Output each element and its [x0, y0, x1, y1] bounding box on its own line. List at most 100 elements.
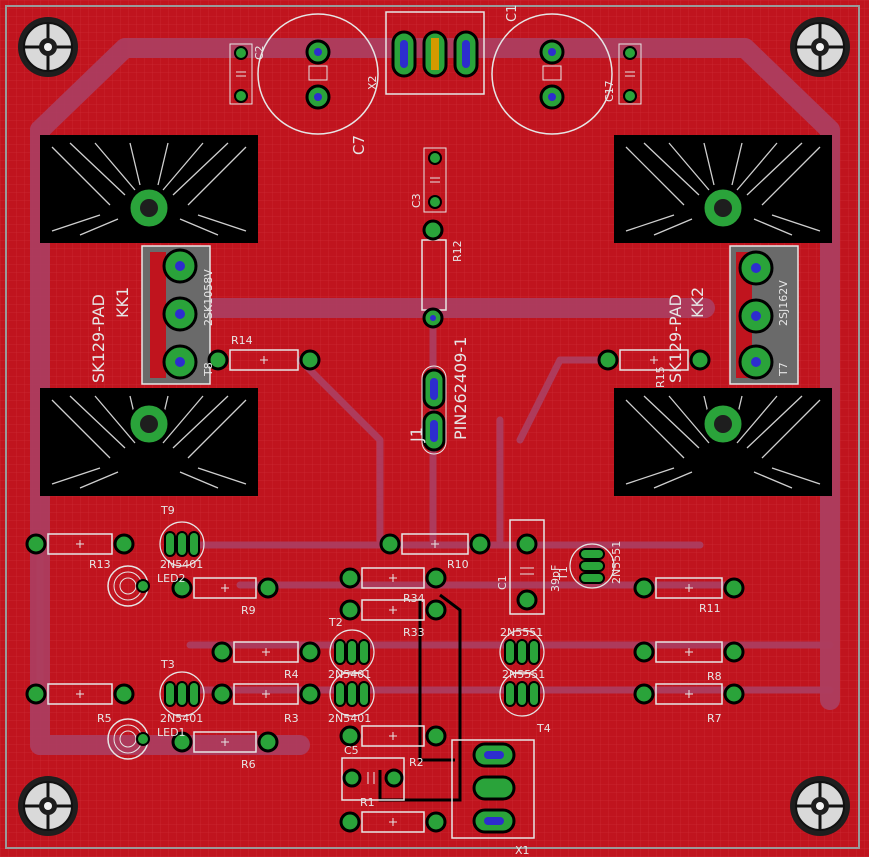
- resistor-symbol-icon: [421, 219, 447, 329]
- capacitor-symbol-icon: [229, 43, 253, 105]
- label-c2: C2: [253, 45, 266, 60]
- label-kk2: KK2: [688, 287, 707, 318]
- label-2n5401-t9: 2N5401: [160, 558, 203, 571]
- resistor-symbol-icon: [171, 731, 279, 753]
- resistor-symbol-icon: [211, 683, 321, 705]
- label-r2: R2: [409, 756, 424, 769]
- small-transistors: [159, 521, 615, 717]
- label-t1: T1: [557, 566, 570, 581]
- resistor-symbol-icon: [339, 599, 447, 621]
- label-led1: LED1: [157, 726, 186, 739]
- label-c17: C17: [603, 80, 616, 102]
- resistor-symbol-icon: [379, 533, 491, 555]
- label-t8: T8: [202, 362, 215, 377]
- transistor-icon: [329, 671, 375, 717]
- resistor-symbol-icon: [171, 577, 279, 599]
- label-t7: T7: [777, 362, 790, 377]
- label-39pf: 39pF: [549, 565, 562, 592]
- label-r12: R12: [451, 240, 464, 262]
- mounting-hole-icon: [788, 774, 852, 838]
- label-r10: R10: [447, 558, 469, 571]
- label-2n5551-a: 2N5551: [500, 626, 543, 639]
- board-outline: [5, 5, 860, 849]
- transistor-icon: [499, 671, 545, 717]
- label-t4: T4: [536, 722, 551, 735]
- label-r11: R11: [699, 602, 721, 615]
- label-r34: R34: [403, 592, 425, 605]
- label-r33: R33: [403, 626, 425, 639]
- label-c1: C1: [496, 575, 509, 590]
- input-connector-x1: [451, 739, 535, 839]
- resistor-symbol-icon: [633, 577, 745, 599]
- resistor-symbol-icon: [633, 683, 745, 705]
- resistors: [25, 349, 745, 833]
- led-symbol-icon: [107, 565, 150, 607]
- capacitor-symbol-icon: [618, 43, 642, 105]
- transistor-icon: [329, 629, 375, 675]
- label-r6: R6: [241, 758, 256, 771]
- resistor-symbol-icon: [207, 349, 321, 371]
- power-connector-x2: [385, 11, 485, 95]
- label-r3: R3: [284, 712, 299, 725]
- label-r9: R9: [241, 604, 256, 617]
- power-mosfet-right: [729, 245, 799, 385]
- label-x2: X2: [366, 75, 379, 90]
- label-x1: X1: [515, 844, 530, 857]
- label-r5: R5: [97, 712, 112, 725]
- resistor-symbol-icon: [339, 811, 447, 833]
- transistor-icon: [159, 671, 205, 717]
- label-2n5401-t2b: 2N5401: [328, 712, 371, 725]
- label-q-left: 2SK1058V: [202, 269, 215, 326]
- mounting-hole-icon: [16, 15, 80, 79]
- silkscreen-labels: C7 C17 C2 X2 C1 C3 R12 SK129-PAD KK1 SK1…: [89, 5, 790, 857]
- label-led2: LED2: [157, 572, 186, 585]
- label-2n5401-t2a: 2N5401: [328, 668, 371, 681]
- power-mosfet-left: [141, 245, 211, 385]
- label-2n5551-b: 2N5551: [502, 668, 545, 681]
- label-c7: C7: [350, 135, 368, 155]
- mounting-hole-icon: [16, 774, 80, 838]
- resistor-symbol-icon: [211, 641, 321, 663]
- electrolytic-capacitor-c17: [491, 13, 613, 135]
- label-r7: R7: [707, 712, 722, 725]
- led-symbol-icon: [107, 718, 150, 760]
- label-2n5401-t3: 2N5401: [160, 712, 203, 725]
- label-r1: R1: [360, 796, 375, 809]
- label-j1: J1: [407, 427, 426, 443]
- capacitor-symbol-icon: [423, 147, 447, 213]
- resistor-symbol-icon: [25, 533, 135, 555]
- label-t3: T3: [160, 658, 175, 671]
- capacitor-c5: [341, 757, 405, 801]
- resistor-symbol-icon: [633, 641, 745, 663]
- capacitor-c1: [509, 519, 545, 615]
- resistor-symbol-icon: [339, 567, 447, 589]
- transistor-icon: [159, 521, 205, 567]
- transistor-icon: [499, 629, 545, 675]
- transistor-icon: [569, 543, 615, 589]
- resistor-symbol-icon: [339, 725, 447, 747]
- electrolytic-capacitor-c7: [257, 13, 379, 135]
- label-r13: R13: [89, 558, 111, 571]
- label-q-right: 2SJ162V: [777, 280, 790, 326]
- label-c3: C3: [410, 193, 423, 208]
- label-t9: T9: [160, 504, 175, 517]
- label-r14: R14: [231, 334, 253, 347]
- heatsink-mount-pads: [127, 186, 745, 446]
- mounting-hole-icon: [788, 15, 852, 79]
- label-c1-top: C1: [505, 5, 520, 22]
- label-kk1: KK1: [113, 287, 132, 318]
- label-sk129-right: SK129-PAD: [666, 294, 685, 383]
- label-sk129-left: SK129-PAD: [89, 294, 108, 383]
- label-c5: C5: [344, 744, 359, 757]
- label-r4: R4: [284, 668, 299, 681]
- bottom-layer-traces: [378, 593, 462, 802]
- label-pin: PIN262409-1: [451, 337, 470, 440]
- label-t2: T2: [328, 616, 343, 629]
- label-2n5551-t1: 2N5551: [610, 541, 623, 584]
- pin-header-j1: [421, 365, 447, 455]
- resistor-symbol-icon: [597, 349, 711, 371]
- resistor-symbol-icon: [25, 683, 135, 705]
- label-r8: R8: [707, 670, 722, 683]
- label-r15: R15: [654, 366, 667, 388]
